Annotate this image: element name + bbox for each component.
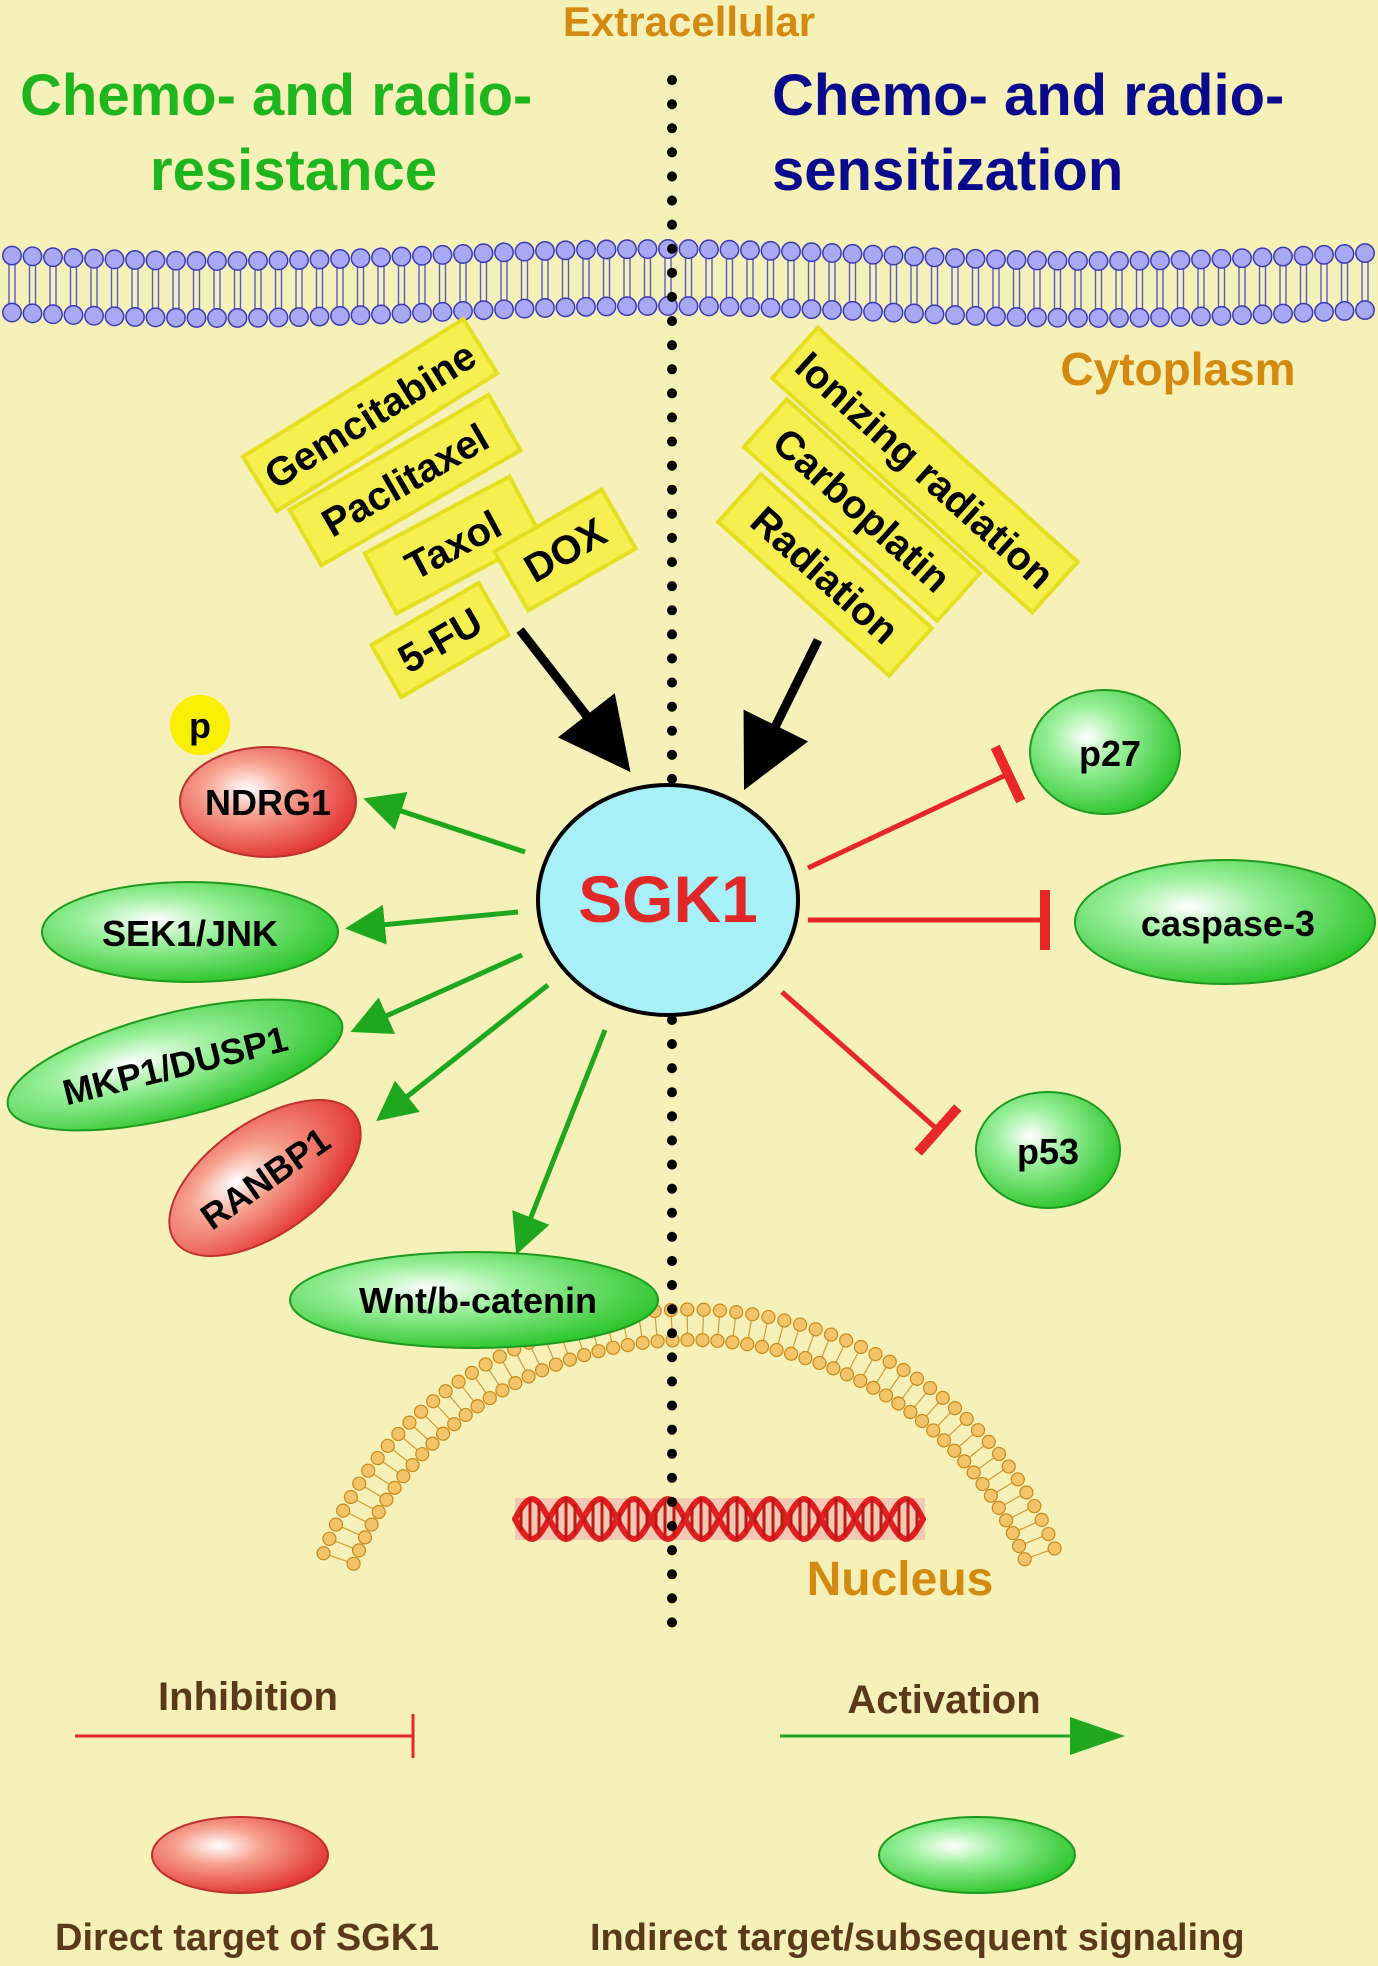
legend: Inhibition Activation Direct target of S… bbox=[55, 1675, 1245, 1959]
target-p53: p53 bbox=[975, 1091, 1121, 1209]
legend-direct-label: Direct target of SGK1 bbox=[55, 1917, 439, 1959]
legend-indirect-label: Indirect target/subsequent signaling bbox=[590, 1917, 1245, 1959]
target-sek1-jnk: SEK1/JNK bbox=[41, 881, 339, 983]
svg-text:p53: p53 bbox=[1017, 1131, 1079, 1172]
cell-membrane bbox=[2, 239, 1375, 328]
agent-taxol: Taxol bbox=[361, 473, 545, 617]
left-agent-stack: Gemcitabine Paclitaxel Taxol DOX 5-FU bbox=[240, 316, 639, 700]
legend-activation-label: Activation bbox=[847, 1678, 1040, 1722]
resistance-heading-line1: Chemo- and radio- bbox=[20, 63, 532, 128]
arrow-to-sek1-jnk bbox=[345, 904, 519, 945]
sensitization-heading-line1: Chemo- and radio- bbox=[772, 63, 1284, 128]
sgk1-node: SGK1 bbox=[536, 783, 800, 1017]
target-ndrg1: NDRG1 bbox=[179, 746, 357, 858]
sensitization-heading-line2: sensitization bbox=[772, 138, 1123, 203]
svg-text:Wnt/b-catenin: Wnt/b-catenin bbox=[359, 1280, 597, 1321]
arrow-to-wnt-b-catenin bbox=[512, 1029, 608, 1255]
target-caspase-3: caspase-3 bbox=[1074, 859, 1376, 985]
svg-text:p: p bbox=[189, 705, 211, 746]
legend-direct-target-swatch bbox=[151, 1816, 329, 1894]
arrow-to-mkp1-dusp1 bbox=[350, 952, 524, 1034]
nucleus-label: Nucleus bbox=[807, 1553, 994, 1606]
extracellular-label: Extracellular bbox=[563, 0, 815, 45]
svg-text:NDRG1: NDRG1 bbox=[205, 782, 331, 823]
inhibit-p27 bbox=[806, 744, 1026, 871]
legend-inhibition-label: Inhibition bbox=[158, 1675, 338, 1719]
legend-activation-arrowhead bbox=[1070, 1717, 1125, 1755]
right-agents-arrow bbox=[743, 638, 823, 791]
sgk1-label: SGK1 bbox=[578, 862, 758, 936]
dna-helix-icon bbox=[512, 1495, 926, 1543]
svg-text:caspase-3: caspase-3 bbox=[1141, 903, 1315, 944]
inhibition-lines bbox=[780, 744, 1050, 1156]
target-wnt-b-catenin: Wnt/b-catenin bbox=[289, 1251, 659, 1349]
left-agents-arrow bbox=[516, 627, 631, 773]
legend-indirect-target-swatch bbox=[878, 1816, 1076, 1894]
arrow-to-ndrg1 bbox=[363, 792, 526, 855]
activation-arrows bbox=[345, 792, 608, 1255]
svg-text:SEK1/JNK: SEK1/JNK bbox=[102, 913, 278, 954]
inhibit-p53 bbox=[780, 990, 962, 1156]
resistance-heading-line2: resistance bbox=[150, 138, 437, 203]
phospho-badge: p bbox=[170, 695, 230, 755]
svg-text:p27: p27 bbox=[1079, 733, 1141, 774]
target-p27: p27 bbox=[1029, 689, 1181, 815]
cytoplasm-label: Cytoplasm bbox=[1060, 343, 1295, 395]
arrow-to-ranbp1 bbox=[376, 983, 550, 1122]
